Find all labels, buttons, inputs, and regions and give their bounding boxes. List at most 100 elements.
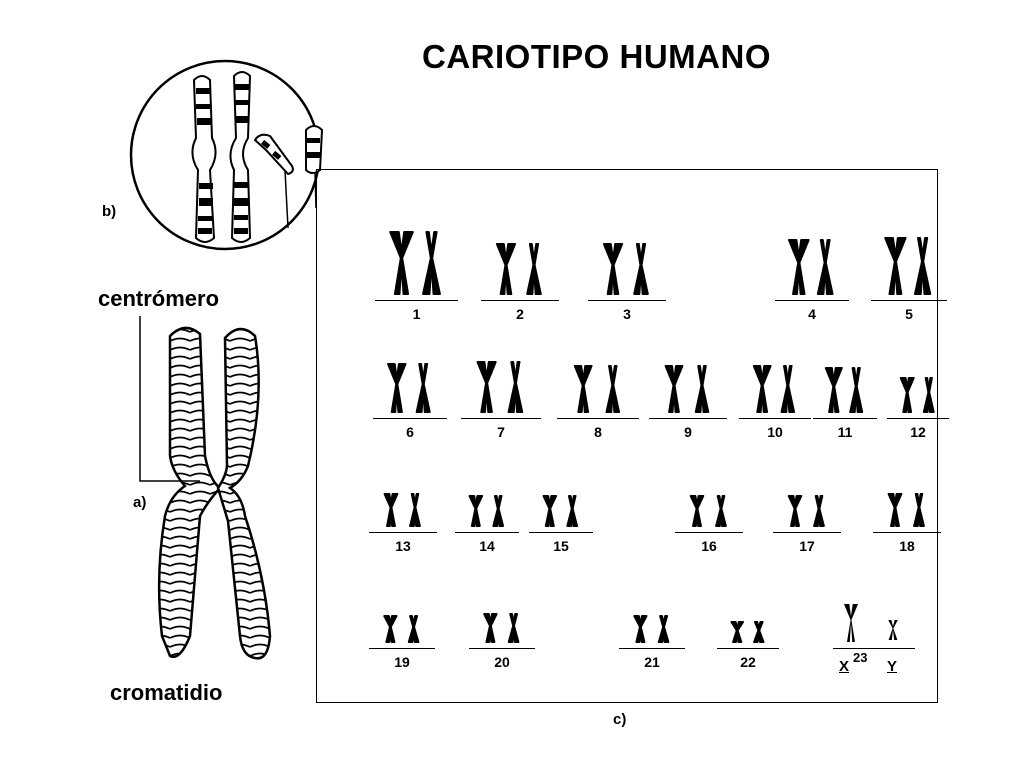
chromosome-22-b bbox=[753, 621, 765, 643]
chromosome-6-b bbox=[415, 363, 431, 413]
chromosome-19-b bbox=[407, 615, 420, 643]
chromosome-21-b bbox=[657, 615, 670, 643]
pair-underline-2 bbox=[481, 300, 559, 301]
chromosome-13-a bbox=[383, 493, 399, 527]
chromosome-3-b bbox=[633, 243, 649, 295]
chromosome-detail-inset bbox=[129, 59, 324, 251]
chromosome-pair-12-shape bbox=[899, 377, 935, 413]
chromosome-pair-11-shape bbox=[824, 367, 864, 413]
chromosome-4-b bbox=[816, 239, 834, 295]
chromosome-17-b bbox=[813, 495, 825, 527]
chromosome-pair-16-shape bbox=[689, 495, 727, 527]
chromosome-y bbox=[888, 620, 898, 640]
chromosome-pair-14-shape bbox=[468, 495, 505, 527]
pair-underline-3 bbox=[588, 300, 666, 301]
chromosome-pair-7-shape bbox=[476, 361, 524, 413]
pair-underline-4 bbox=[775, 300, 849, 301]
chromosome-7-b bbox=[507, 361, 524, 413]
pair-underline-8 bbox=[557, 418, 639, 419]
chromosome-19-a bbox=[383, 615, 398, 643]
pair-underline-15 bbox=[529, 532, 593, 533]
label-b: b) bbox=[102, 203, 117, 220]
chromosome-21-a bbox=[633, 615, 648, 643]
chromosome-18-a bbox=[887, 493, 903, 527]
pair-number-21: 21 bbox=[644, 654, 660, 670]
chromosome-pair-4-shape bbox=[787, 239, 834, 295]
chromosome-16-a bbox=[689, 495, 705, 527]
chromosome-14-b bbox=[492, 495, 505, 527]
pair-number-7: 7 bbox=[497, 424, 505, 440]
page-title: CARIOTIPO HUMANO bbox=[422, 38, 771, 75]
chromosome-2-b bbox=[526, 243, 542, 295]
chromosome-pair-19-shape bbox=[383, 615, 420, 643]
chromosome-15-b bbox=[566, 495, 579, 527]
pair-underline-1 bbox=[375, 300, 458, 301]
chromosome-15-a bbox=[542, 495, 558, 527]
pair-underline-17 bbox=[773, 532, 841, 533]
pair-number-23: 23 bbox=[853, 650, 868, 665]
chromosome-22-a bbox=[730, 621, 744, 643]
chromosome-12-a bbox=[899, 377, 915, 413]
chromosome-11-a bbox=[824, 367, 843, 413]
pair-number-9: 9 bbox=[684, 424, 692, 440]
chromosome-10-a bbox=[752, 365, 772, 413]
chromosome-10-b bbox=[780, 365, 796, 413]
pair-underline-19 bbox=[369, 648, 435, 649]
pair-underline-13 bbox=[369, 532, 437, 533]
chromosome-pair-5-shape bbox=[884, 237, 932, 295]
pair-number-14: 14 bbox=[479, 538, 495, 554]
pair-underline-21 bbox=[619, 648, 685, 649]
chromosome-14-a bbox=[468, 495, 484, 527]
pair-number-4: 4 bbox=[808, 306, 816, 322]
chromosome-20-b bbox=[507, 613, 520, 643]
chromosome-1-a bbox=[389, 231, 414, 295]
chromosome-9-b bbox=[694, 365, 710, 413]
pair-number-11: 11 bbox=[837, 424, 853, 440]
pair-underline-22 bbox=[717, 648, 779, 649]
pair-underline-5 bbox=[871, 300, 947, 301]
pair-underline-7 bbox=[461, 418, 541, 419]
chromosome-pair-9-shape bbox=[664, 365, 710, 413]
chromosome-17-a bbox=[787, 495, 803, 527]
chromosome-11-b bbox=[849, 367, 864, 413]
chromosome-6-a bbox=[387, 363, 407, 413]
pair-number-2: 2 bbox=[516, 306, 524, 322]
large-chromosome-illustration bbox=[139, 316, 272, 660]
chromosome-7-a bbox=[476, 361, 497, 413]
pair-number-6: 6 bbox=[406, 424, 414, 440]
pair-number-5: 5 bbox=[905, 306, 913, 322]
chromosome-1-b bbox=[422, 231, 441, 295]
sex-chromosomes-shape bbox=[843, 604, 898, 642]
pair-number-10: 10 bbox=[767, 424, 783, 440]
chromosome-pair-8-shape bbox=[573, 365, 621, 413]
pair-number-17: 17 bbox=[799, 538, 815, 554]
chromosome-pair-18-shape bbox=[887, 493, 925, 527]
pair-number-1: 1 bbox=[412, 306, 421, 322]
chromosome-5-a bbox=[884, 237, 907, 295]
pair-number-18: 18 bbox=[899, 538, 915, 554]
pair-number-12: 12 bbox=[910, 424, 926, 440]
pair-number-16: 16 bbox=[701, 538, 717, 554]
chromosome-12-b bbox=[922, 377, 935, 413]
chromosome-16-b bbox=[715, 495, 727, 527]
chromosome-pair-15-shape bbox=[542, 495, 579, 527]
chromosome-3-a bbox=[602, 243, 624, 295]
pair-underline-9 bbox=[649, 418, 727, 419]
label-centromero: centrómero bbox=[98, 286, 220, 311]
pair-underline-12 bbox=[887, 418, 949, 419]
chromosome-8-b bbox=[605, 365, 621, 413]
chromosome-pair-21-shape bbox=[633, 615, 670, 643]
label-cromatidio: cromatidio bbox=[110, 680, 223, 705]
chromosome-18-b bbox=[913, 493, 925, 527]
pair-underline-20 bbox=[469, 648, 535, 649]
chromosome-x bbox=[843, 604, 859, 642]
chromosome-4-a bbox=[787, 239, 810, 295]
pair-number-22: 22 bbox=[740, 654, 756, 670]
pair-underline-10 bbox=[739, 418, 811, 419]
label-c: c) bbox=[613, 711, 627, 728]
pair-underline-14 bbox=[455, 532, 519, 533]
sex-label-x: X bbox=[839, 658, 850, 675]
chromosome-pair-1-shape bbox=[389, 231, 441, 295]
chromosome-2-a bbox=[495, 243, 517, 295]
